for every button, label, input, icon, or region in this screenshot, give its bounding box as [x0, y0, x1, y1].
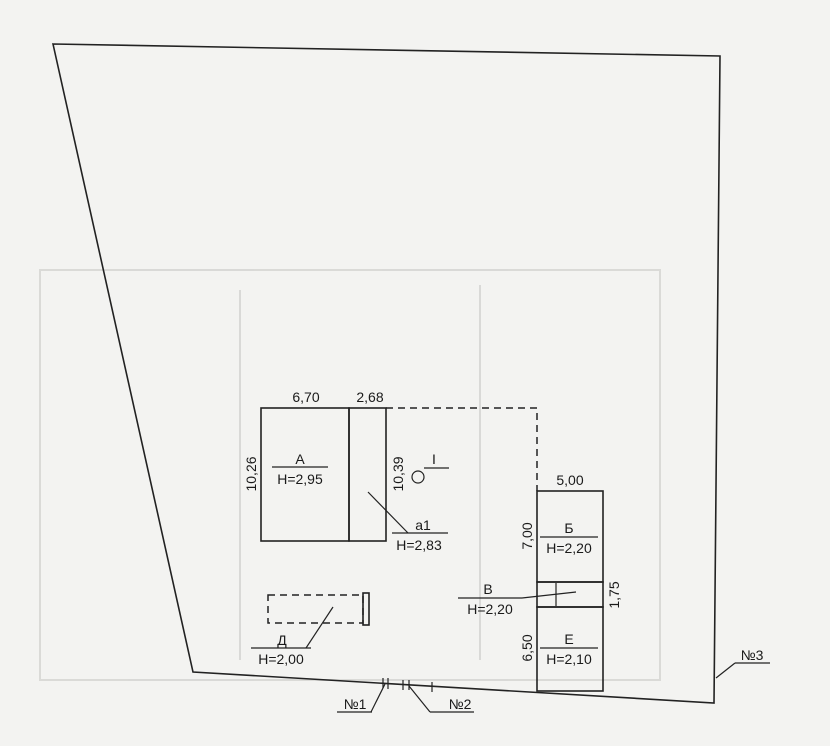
building-b-depth: 7,00	[519, 522, 535, 549]
building-b-height: Н=2,20	[546, 540, 592, 556]
well-icon	[411, 470, 425, 484]
dashed-outline	[386, 407, 538, 491]
building-d-letter: Д	[277, 632, 287, 648]
gate-markers	[382, 678, 433, 692]
building-v-letter: В	[483, 581, 492, 597]
building-d-end	[362, 592, 370, 626]
marker-no1: №1	[344, 696, 367, 712]
marker-no3: №3	[741, 647, 764, 663]
building-d-height: Н=2,00	[258, 651, 304, 667]
plot-boundary	[51, 43, 721, 704]
building-a-height: Н=2,95	[277, 471, 323, 487]
marker-no2-leader	[408, 685, 431, 713]
building-a1-height: Н=2,83	[396, 537, 442, 553]
building-v-height: Н=2,20	[467, 601, 513, 617]
building-v	[536, 581, 604, 608]
building-d-leader	[305, 606, 334, 649]
building-a1-depth: 10,39	[390, 456, 406, 491]
marker-no3-leader	[715, 662, 736, 679]
building-a1	[348, 407, 387, 542]
well-label: I	[432, 451, 436, 467]
building-e-height: Н=2,10	[546, 651, 592, 667]
marker-no2: №2	[449, 696, 472, 712]
building-e-letter: Е	[564, 631, 573, 647]
building-b-width: 5,00	[556, 472, 583, 488]
building-v-depth: 1,75	[606, 581, 622, 608]
marker-no1-leader	[370, 683, 386, 713]
building-a1-leader	[367, 491, 409, 534]
building-a-width: 6,70	[292, 389, 319, 405]
building-a-letter: А	[295, 451, 305, 467]
building-e-depth: 6,50	[519, 634, 535, 661]
building-v-leader	[521, 591, 577, 599]
building-a-depth: 10,26	[243, 456, 259, 491]
building-d	[267, 594, 364, 624]
building-a1-width: 2,68	[356, 389, 383, 405]
building-b-letter: Б	[564, 520, 573, 536]
building-e	[536, 606, 604, 692]
building-a1-letter: а1	[415, 517, 431, 533]
